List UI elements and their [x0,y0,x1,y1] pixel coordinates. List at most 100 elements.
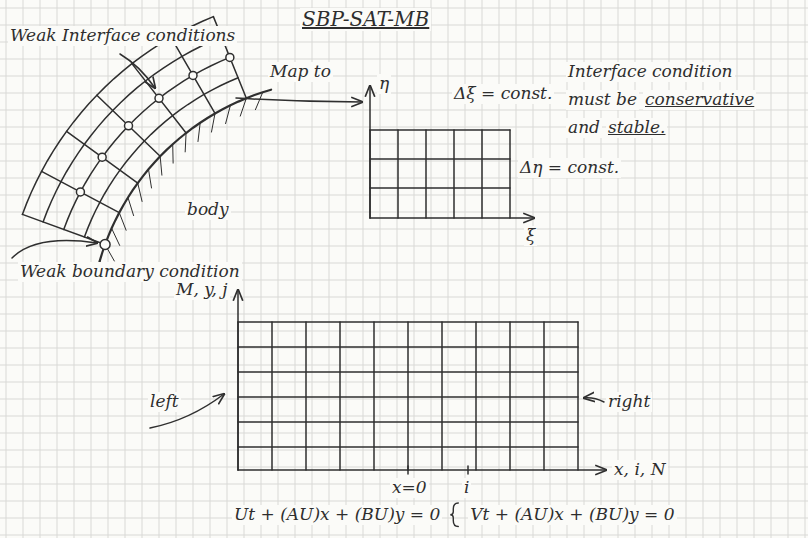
x-axis [238,469,606,471]
paper-line [397,0,398,538]
paper-line [499,0,500,538]
axis-label: x, i, N [612,460,668,480]
ink [12,17,606,527]
boundary-point [100,239,110,249]
curved-grid-line [64,57,230,229]
grid-line [509,130,511,218]
body-hatch [211,113,215,132]
grid-line [238,446,578,448]
body-hatch [138,183,142,201]
annotation: Δη = const. [518,158,621,178]
paper-line [244,0,245,538]
map-arrow [236,98,362,102]
grid-line [453,130,455,218]
body-hatch [240,98,246,116]
grid-line [509,322,511,470]
leader-arrow [120,54,155,88]
tick [467,466,469,474]
interface-point [76,188,84,196]
axis-label: ξ [524,226,537,246]
axis-label: M, y, j [174,280,230,300]
note: Interface condition [566,62,735,82]
paper-line [0,161,808,162]
grid-line [370,158,510,160]
paper-line [0,535,808,536]
paper-line [0,314,808,315]
paper-line [0,212,808,213]
curved-grid-line [132,64,186,133]
grid-line [407,322,409,470]
grid-line [475,322,477,470]
body-surface [97,90,271,270]
note: must be [566,90,639,110]
equation: Vt + (AU)x + (BU)y = 0 [468,505,676,525]
axis-label: x=0 [390,478,429,498]
curved-grid-line [84,78,238,237]
annotation: Δξ = const. [452,84,554,104]
body-hatch [160,156,162,175]
xi-axis [370,217,534,219]
paper-line [448,0,449,538]
interface-point [98,153,106,161]
paper-line [533,0,534,538]
grid-line [370,129,510,131]
paper-line [0,331,808,332]
grid-line [271,322,273,470]
curved-grid-line [42,171,120,212]
paper-line [737,0,738,538]
body-hatch [172,144,173,163]
paper-line [261,0,262,538]
paper-line [0,365,808,366]
grid-line [481,130,483,218]
annotation: Weak boundary condition [18,262,242,282]
curved-grid-line [171,37,215,113]
body-hatch [119,213,126,231]
body-hatch [185,133,187,152]
paper-line [0,501,808,502]
axis-label: η [377,74,391,94]
grid-line [543,322,545,470]
body-hatch [112,228,120,245]
interface-point [125,122,133,130]
paper-line [550,0,551,538]
paper-line [0,229,808,230]
paper-line [0,450,808,451]
body-hatch [226,105,231,123]
paper-line [754,0,755,538]
grid-line [238,346,578,348]
y-axis [237,290,239,470]
curved-grid-line [97,95,160,156]
paper-line [482,0,483,538]
paper-line [805,0,806,538]
grid-line [238,371,578,373]
paper-line [516,0,517,538]
note: stable. [606,118,667,138]
grid-line [577,322,579,470]
paper-line [0,297,808,298]
paper-line [0,144,808,145]
paper-line [0,59,808,60]
annotation: Map to [268,62,333,82]
brace [450,503,458,527]
paper-line [0,348,808,349]
eta-axis [369,86,371,218]
paper-line [0,416,808,417]
paper-line [0,127,808,128]
grid-line [339,322,341,470]
paper-line [363,0,364,538]
interface-point [226,53,234,61]
curved-grid-line [43,37,222,222]
paper-line [346,0,347,538]
note: and [566,118,602,138]
leader-arrow [12,241,97,258]
paper-line [788,0,789,538]
paper-line [6,0,7,538]
leader-arrow [584,398,604,402]
paper-line [414,0,415,538]
body-hatch [198,123,200,142]
paper-line [0,433,808,434]
title: SBP-SAT-MB [300,8,431,31]
paper-line [0,195,808,196]
